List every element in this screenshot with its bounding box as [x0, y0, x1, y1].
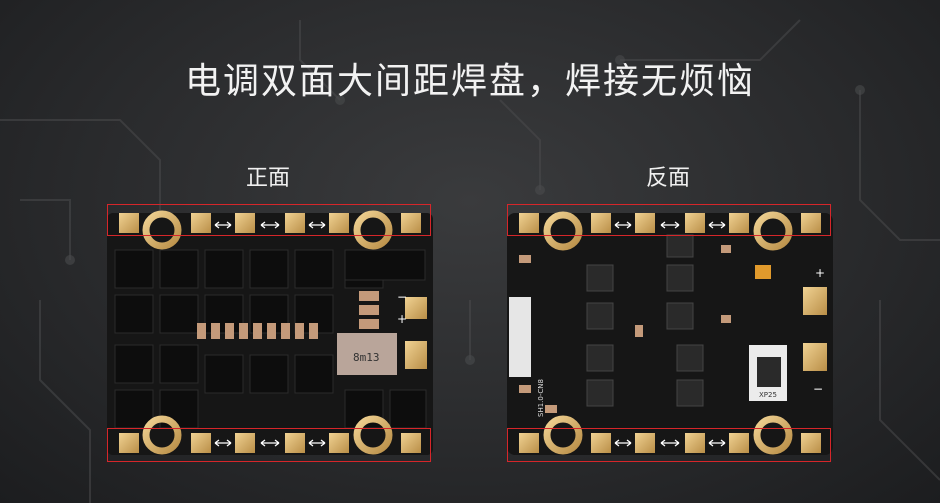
back-small-components — [519, 245, 731, 413]
front-power-pads — [405, 297, 427, 369]
back-chips — [586, 234, 704, 407]
back-top-pads — [519, 211, 821, 251]
back-plus-mark: + — [815, 266, 825, 280]
front-bottom-arrows — [214, 439, 326, 447]
front-mosfets — [114, 249, 427, 429]
back-top-highlight-box — [507, 204, 831, 236]
back-connector-label: SH1.0-CN8 — [537, 379, 545, 417]
front-top-highlight-box — [107, 204, 431, 236]
back-tantalum-cap — [755, 265, 771, 279]
front-top-arrows — [214, 221, 326, 229]
front-current-shunt — [337, 333, 397, 375]
back-power-pads — [803, 287, 827, 371]
front-minus-mark: − — [397, 290, 407, 304]
back-top-arrows — [614, 221, 726, 229]
back-bottom-highlight-box — [507, 428, 831, 462]
esc-board-front: 8m13 + − — [105, 205, 435, 463]
front-plus-mark: + — [397, 312, 407, 326]
back-bottom-arrows — [614, 439, 726, 447]
back-bottom-pads — [519, 415, 821, 455]
front-shunt-label: 8m13 — [353, 351, 380, 364]
page-title: 电调双面大间距焊盘，焊接无烦恼 — [184, 61, 755, 102]
back-connector — [509, 297, 531, 377]
front-bottom-pads — [119, 415, 421, 455]
esc-board-back: SH1.0-CN8 XP25 + − — [505, 205, 835, 463]
back-regulator-label: XP25 — [759, 391, 777, 399]
back-minus-mark: − — [813, 382, 823, 396]
front-view-label: 正面 — [245, 166, 290, 191]
front-bottom-highlight-box — [107, 428, 431, 462]
front-capacitor-row — [197, 291, 379, 339]
back-view-label: 反面 — [645, 166, 690, 191]
front-top-pads — [119, 210, 421, 250]
